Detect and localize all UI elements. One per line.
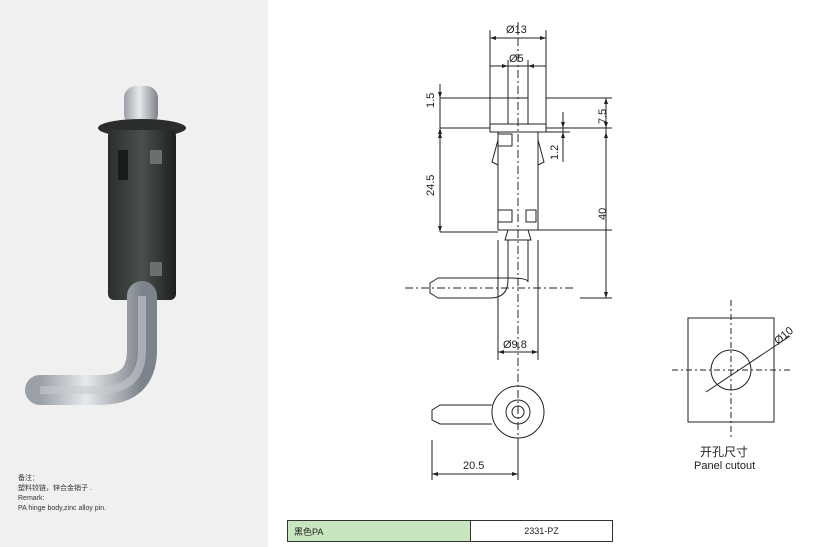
remark-notes: 备注： 塑料铰链，锌合金销子 . Remark: PA hinge body,z… xyxy=(18,474,106,514)
material-cell: 黑色PA xyxy=(287,520,471,542)
body-clip xyxy=(150,150,162,164)
pin-bent xyxy=(25,281,157,405)
table-row: 黑色PA 2331-PZ xyxy=(287,520,613,542)
photo-panel: 备注： 塑料铰链，锌合金销子 . Remark: PA hinge body,z… xyxy=(0,0,268,547)
dim-24-5: 24.5 xyxy=(425,175,437,196)
dim-diameter-9-8: Ø9.8 xyxy=(503,339,527,351)
dim-20-5: 20.5 xyxy=(463,460,484,472)
spec-table: 黑色PA 2331-PZ xyxy=(287,520,613,542)
dim-diameter-13: Ø13 xyxy=(506,24,527,36)
dim-diameter-10: Ø10 xyxy=(772,325,796,348)
notes-title: 备注： xyxy=(18,475,39,482)
pin-top xyxy=(124,86,158,126)
panel-cutout-label-en: Panel cutout xyxy=(694,460,756,472)
notes-line-remark: Remark: xyxy=(18,495,45,502)
pin-highlight xyxy=(40,296,146,394)
body-clip-lower xyxy=(150,262,162,276)
dim-diameter-5: Ø5 xyxy=(509,53,524,65)
dim-7-5: 7.5 xyxy=(597,109,609,124)
arrowheads xyxy=(432,36,608,476)
body-slot xyxy=(118,150,128,180)
notes-line-en: PA hinge body,zinc alloy pin. xyxy=(18,505,107,512)
panel-cutout-label-cn: 开孔尺寸 xyxy=(700,445,749,459)
product-photo xyxy=(25,86,186,405)
technical-drawing: Ø13 Ø5 1.5 7.5 1.2 24.5 40 Ø9.8 20.5 Ø10 xyxy=(405,22,796,480)
notes-line-cn: 塑料铰链，锌合金销子 . xyxy=(18,485,92,492)
dim-40: 40 xyxy=(597,208,609,220)
part-number-cell: 2331-PZ xyxy=(470,520,613,542)
dim-1-2: 1.2 xyxy=(549,145,561,160)
dim-1-5: 1.5 xyxy=(425,93,437,108)
